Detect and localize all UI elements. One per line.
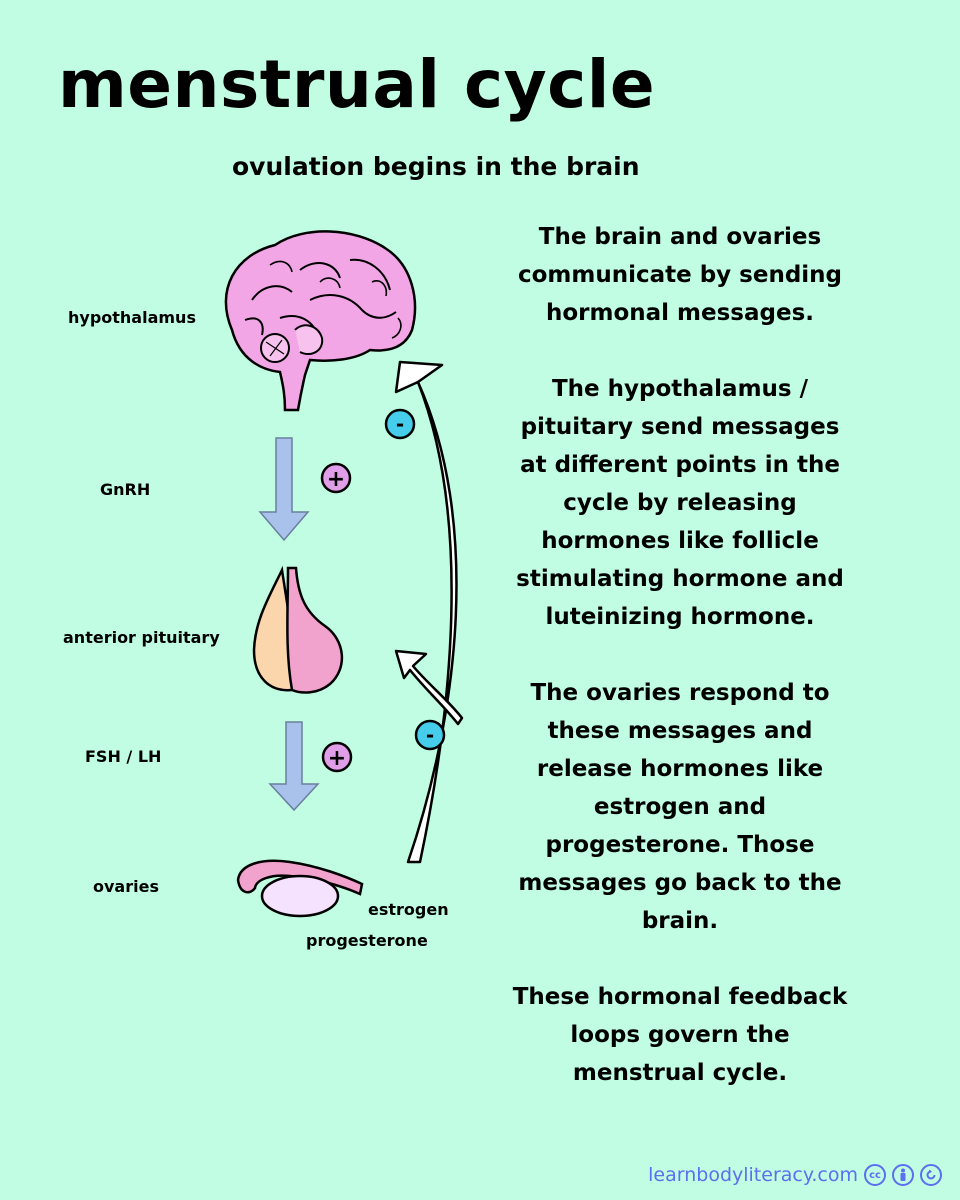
label-estrogen: estrogen <box>368 900 449 919</box>
paragraph-hypothalamus-pituitary: The hypothalamus / pituitary send messag… <box>516 376 844 630</box>
cc-icon: cc <box>864 1164 886 1186</box>
by-icon <box>892 1164 914 1186</box>
hypothalamus-minus-sign: - <box>384 408 416 440</box>
brain-icon <box>224 230 417 412</box>
gnrh-plus-sign: + <box>320 462 352 494</box>
label-fsh-lh: FSH / LH <box>85 747 162 766</box>
svg-text:+: + <box>328 746 346 771</box>
label-progesterone: progesterone <box>306 931 428 950</box>
sa-icon <box>920 1164 942 1186</box>
pituitary-icon <box>252 565 344 694</box>
fsh-lh-down-arrow <box>268 721 320 812</box>
feedback-arrow-to-pituitary <box>394 649 464 726</box>
page-title: menstrual cycle <box>58 46 656 123</box>
label-ovaries: ovaries <box>93 877 159 896</box>
fsh-lh-plus-sign: + <box>321 741 353 773</box>
paragraph-feedback-loops: These hormonal feedback loops govern the… <box>512 984 848 1086</box>
svg-text:-: - <box>396 412 404 436</box>
gnrh-down-arrow <box>258 437 310 542</box>
page-subtitle: ovulation begins in the brain <box>232 152 640 181</box>
footer-site-link[interactable]: learnbodyliteracy.com <box>648 1164 858 1186</box>
label-gnrh: GnRH <box>100 480 151 499</box>
svg-text:-: - <box>426 723 434 747</box>
paragraph-communication: The brain and ovaries communicate by sen… <box>517 224 843 326</box>
label-anterior-pituitary: anterior pituitary <box>63 628 220 647</box>
svg-text:+: + <box>327 467 345 492</box>
paragraph-ovaries-respond: The ovaries respond to these messages an… <box>518 680 842 934</box>
ovary-icon <box>236 859 364 918</box>
footer: learnbodyliteracy.com cc <box>648 1164 942 1186</box>
label-hypothalamus: hypothalamus <box>68 308 196 327</box>
pituitary-minus-sign: - <box>414 719 446 751</box>
